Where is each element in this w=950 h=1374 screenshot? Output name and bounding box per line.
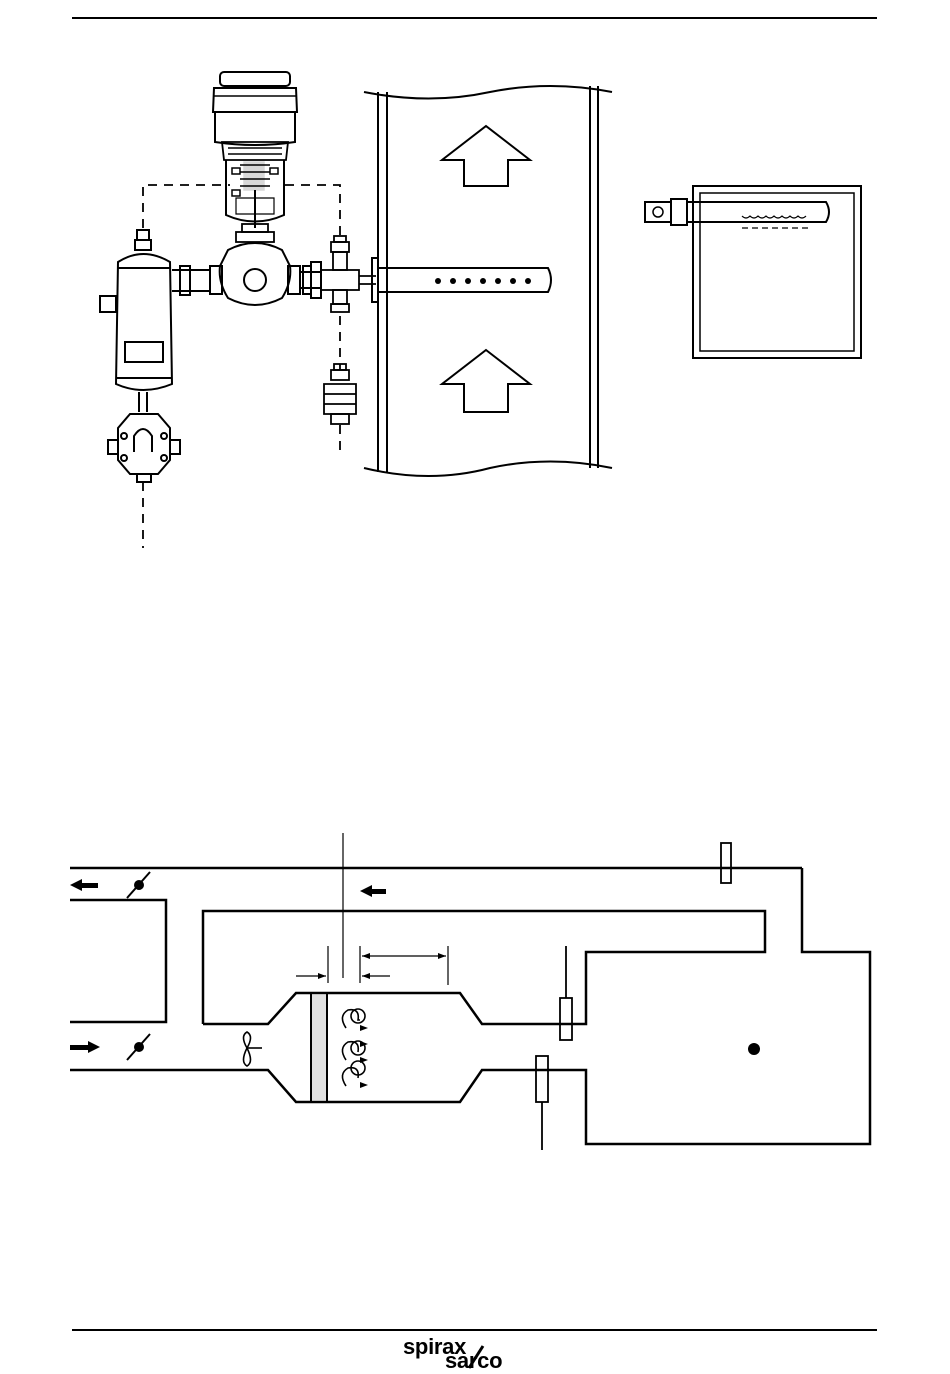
strainer-tee (321, 236, 376, 312)
filter (311, 993, 327, 1102)
distribution-pipe (372, 258, 551, 302)
duct-section-detail (645, 186, 861, 358)
connecting-pipe (172, 262, 321, 298)
electric-actuator (213, 72, 297, 160)
dimension-lines (296, 833, 448, 985)
logo-text-sarco: sarco (445, 1348, 502, 1374)
valve-yoke (226, 160, 284, 242)
spirax-sarco-logo: spirax sarco (403, 1334, 553, 1374)
thermodynamic-trap (324, 364, 356, 424)
sensor-return-duct (721, 843, 731, 883)
separator (100, 230, 172, 412)
float-trap (108, 414, 180, 482)
control-valve (210, 243, 300, 305)
sensor-supply-upper (560, 946, 572, 1040)
fan (244, 1032, 263, 1066)
damper-upper (127, 872, 150, 898)
flow-arrows (70, 879, 386, 1053)
figure-air-handling (70, 833, 870, 1150)
figure-steam-injection (100, 72, 861, 548)
room-sensor-point (748, 1043, 760, 1055)
coil-section (342, 1009, 368, 1088)
duct (364, 86, 612, 476)
damper-lower (127, 1034, 150, 1060)
